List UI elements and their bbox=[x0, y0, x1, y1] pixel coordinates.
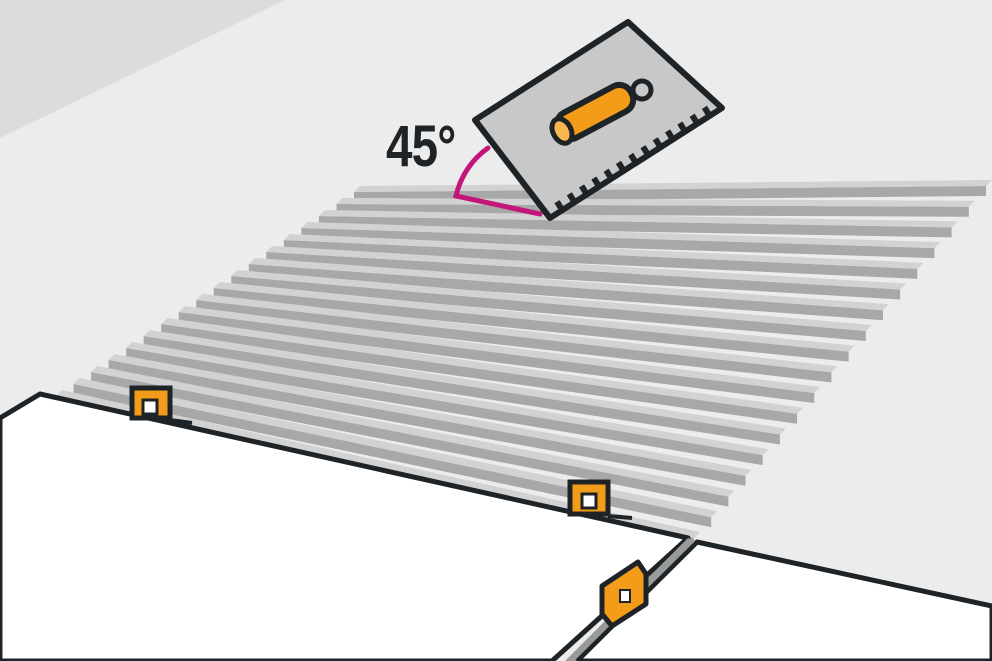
mortar-ridge-top bbox=[213, 282, 855, 352]
mortar-ridge-face bbox=[248, 264, 883, 321]
mortar-ridge-top bbox=[301, 222, 941, 249]
mortar-ridge-face bbox=[318, 216, 952, 238]
mortar-ridge-face bbox=[283, 240, 918, 279]
mortar-ridge-top bbox=[161, 318, 804, 414]
trowel-notch bbox=[677, 121, 688, 134]
mortar-ridge-top bbox=[143, 330, 786, 435]
mortar-ridges bbox=[56, 180, 992, 548]
mortar-ridge-face bbox=[126, 348, 763, 466]
trowel-notch bbox=[554, 200, 565, 212]
mortar-ridge-top bbox=[354, 180, 992, 192]
tile-leveling-spacer-icon bbox=[567, 479, 633, 520]
trowel-notch bbox=[603, 168, 614, 181]
mortar-ridge-top bbox=[91, 366, 735, 497]
mortar-ridge-top bbox=[178, 306, 821, 394]
trowel-notch bbox=[566, 192, 578, 204]
mortar-ridge-face bbox=[143, 336, 780, 445]
mortar-ridge-face bbox=[266, 252, 901, 300]
trowel-notch bbox=[701, 105, 713, 118]
mortar-ridge-top bbox=[73, 378, 718, 518]
trowel-notch bbox=[615, 160, 627, 173]
angle-arc bbox=[453, 145, 543, 217]
tile-leveling-spacer-icon bbox=[599, 559, 649, 629]
mortar-ridge-face bbox=[196, 300, 832, 383]
trowel-notch bbox=[628, 152, 639, 165]
mortar-ridge-face bbox=[108, 360, 746, 486]
mortar-ridge-top bbox=[231, 270, 872, 331]
mortar-ridge-top bbox=[126, 342, 769, 456]
mortar-ridge-top bbox=[196, 294, 838, 373]
mortar-ridge-face bbox=[91, 372, 729, 507]
notched-trowel-icon bbox=[472, 19, 725, 221]
trowel-notch bbox=[579, 184, 590, 197]
mortar-ridge-face bbox=[354, 186, 986, 202]
mortar-ridge-face bbox=[161, 324, 798, 424]
trowel-notch bbox=[665, 129, 676, 142]
mortar-ridge-top bbox=[248, 258, 889, 311]
trowel-notch bbox=[689, 113, 700, 126]
mortar-ridge-top bbox=[56, 390, 700, 538]
trowel-notch bbox=[640, 145, 651, 157]
mortar-ridge-top bbox=[108, 354, 752, 476]
mortar-ridge-face bbox=[178, 312, 815, 404]
mortar-ridge-face bbox=[231, 276, 866, 341]
mortar-ridge-top bbox=[318, 210, 958, 228]
trowel-notch bbox=[591, 176, 602, 189]
mortar-ridge-top bbox=[266, 246, 907, 290]
trowel-notch bbox=[652, 137, 664, 149]
tile-leveling-spacer-icon bbox=[129, 385, 193, 425]
mortar-ridge-face bbox=[73, 384, 712, 528]
mortar-ridge-top bbox=[283, 234, 924, 269]
trowel-notches bbox=[554, 105, 713, 212]
mortar-ridge-face bbox=[213, 288, 849, 362]
mortar-ridge-face bbox=[301, 228, 935, 259]
wall-plane bbox=[0, 0, 285, 138]
angle-label: 45° bbox=[386, 114, 456, 179]
trowel-handle bbox=[549, 78, 654, 146]
